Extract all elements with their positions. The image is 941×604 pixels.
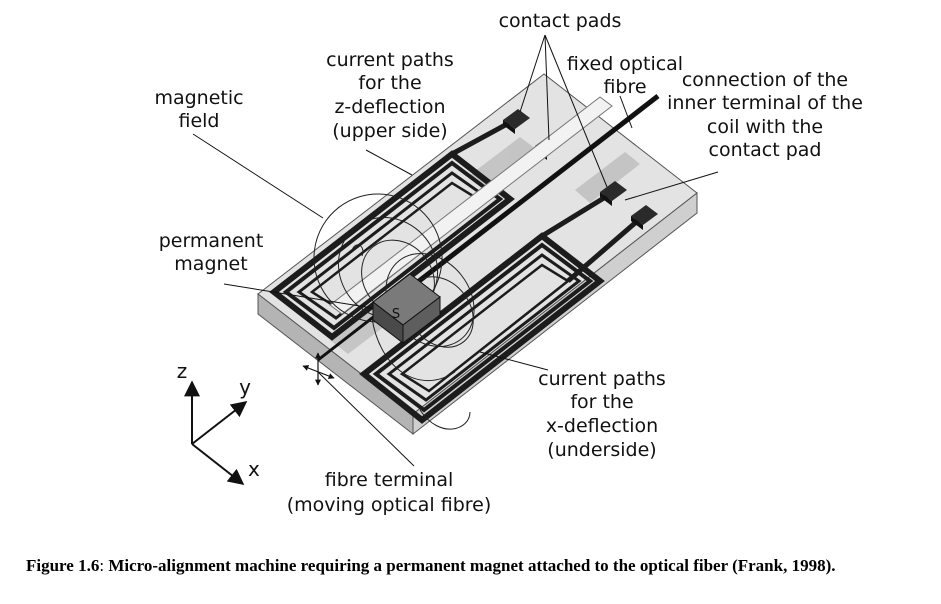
label-z-deflection-paths: current paths for the z-deflection (uppe… xyxy=(326,49,454,142)
label-fixed-optical-fibre: fixed optical fibre xyxy=(567,53,683,98)
svg-text:field: field xyxy=(179,110,220,132)
svg-text:(upper side): (upper side) xyxy=(332,120,447,142)
label-magnetic-field: magnetic field xyxy=(154,87,243,132)
label-contact-pads: contact pads xyxy=(499,10,622,32)
contact-pad-3 xyxy=(600,181,627,206)
svg-text:inner terminal of the: inner terminal of the xyxy=(667,92,863,114)
label-x-deflection-paths: current paths for the x-deflection (unde… xyxy=(538,368,666,461)
svg-text:current paths: current paths xyxy=(326,49,454,71)
svg-text:fibre: fibre xyxy=(603,76,646,98)
svg-text:current paths: current paths xyxy=(538,368,666,390)
svg-text:fibre terminal: fibre terminal xyxy=(325,469,454,491)
svg-text:connection of the: connection of the xyxy=(682,69,848,91)
contact-pad-1 xyxy=(503,109,530,134)
svg-text:contact pad: contact pad xyxy=(709,139,822,161)
svg-text:contact pads: contact pads xyxy=(499,10,622,32)
coordinate-axes xyxy=(184,380,248,485)
svg-text:(underside): (underside) xyxy=(547,439,656,461)
magnet-pole-label: S xyxy=(392,307,400,322)
x-axis xyxy=(191,443,245,485)
svg-text:x-deflection: x-deflection xyxy=(546,415,658,437)
svg-text:permanent: permanent xyxy=(159,230,264,252)
svg-text:magnet: magnet xyxy=(174,253,247,275)
svg-text:magnetic: magnetic xyxy=(154,87,243,109)
y-axis-label: y xyxy=(239,375,251,399)
svg-text:for the: for the xyxy=(570,391,633,413)
permanent-magnet: S xyxy=(372,273,441,345)
svg-text:for the: for the xyxy=(358,72,421,94)
contact-pad-4 xyxy=(631,205,658,230)
fixed-optical-fibre xyxy=(408,94,660,290)
caption-text: Micro-alignment machine requiring a perm… xyxy=(104,556,836,575)
svg-text:coil with the: coil with the xyxy=(707,116,823,138)
leader-lines xyxy=(192,34,719,467)
label-fibre-terminal: fibre terminal (moving optical fibre) xyxy=(287,469,492,516)
svg-text:fixed optical: fixed optical xyxy=(567,53,683,75)
svg-text:(moving optical fibre): (moving optical fibre) xyxy=(287,494,492,516)
z-axis-label: z xyxy=(177,359,188,383)
label-permanent-magnet: permanent magnet xyxy=(159,230,264,275)
svg-text:z-deflection: z-deflection xyxy=(334,96,445,118)
y-axis xyxy=(191,401,248,445)
figure-caption: Figure 1.6: Micro-alignment machine requ… xyxy=(26,555,926,576)
caption-separator: : xyxy=(99,556,105,575)
x-axis-label: x xyxy=(248,457,260,481)
label-inner-terminal-connection: connection of the inner terminal of the … xyxy=(667,69,863,161)
figure-number: Figure 1.6 xyxy=(26,556,100,575)
